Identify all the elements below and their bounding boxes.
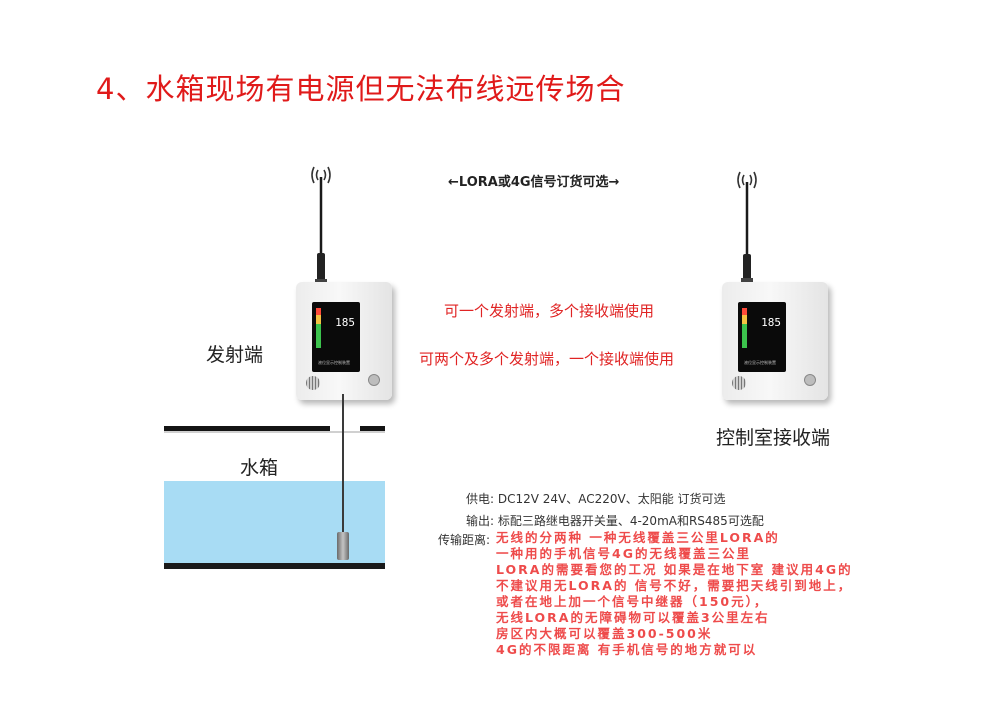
tank-label: 水箱 bbox=[240, 457, 279, 479]
receiver-display-value: 185 bbox=[761, 316, 781, 329]
transmitter-panel-text: 液位显示控制装置 bbox=[318, 360, 350, 365]
receiver-screen: 185 液位显示控制装置 bbox=[738, 302, 786, 372]
receiver-panel-text: 液位显示控制装置 bbox=[744, 360, 776, 365]
tank-lid-left bbox=[164, 426, 330, 431]
distance-line: 无线LORA的无障碍物可以覆盖3公里左右 bbox=[496, 610, 770, 625]
level-bars-icon bbox=[742, 308, 747, 348]
tank-lid-right bbox=[360, 426, 385, 431]
tank-bottom bbox=[164, 563, 385, 569]
transmitter-screen: 185 液位显示控制装置 bbox=[312, 302, 360, 372]
speaker-icon bbox=[306, 376, 320, 390]
note-many-to-one: 可两个及多个发射端，一个接收端使用 bbox=[419, 350, 675, 368]
knob-icon bbox=[368, 374, 380, 386]
tank-wall bbox=[164, 431, 385, 433]
spec-output-value: 标配三路继电器开关量、4-20mA和RS485可选配 bbox=[497, 514, 764, 528]
transmitter-device: 185 液位显示控制装置 bbox=[296, 282, 392, 400]
spec-power-value: DC12V 24V、AC220V、太阳能 订货可选 bbox=[497, 492, 726, 506]
probe-cable bbox=[342, 394, 344, 544]
transmitter-display-value: 185 bbox=[335, 316, 355, 329]
level-probe bbox=[337, 532, 349, 560]
distance-key: 传输距离: bbox=[438, 533, 491, 547]
distance-line: 一种用的手机信号4G的无线覆盖三公里 bbox=[496, 546, 751, 561]
page-title: 4、水箱现场有电源但无法布线远传场合 bbox=[96, 72, 626, 106]
distance-line: 房区内大概可以覆盖300-500米 bbox=[496, 626, 713, 641]
spec-output-key: 输出: bbox=[465, 514, 494, 528]
receiver-device: 185 液位显示控制装置 bbox=[722, 282, 828, 400]
note-one-to-many: 可一个发射端，多个接收端使用 bbox=[444, 302, 655, 320]
level-bars-icon bbox=[316, 308, 321, 348]
distance-text: 无线的分两种 一种无线覆盖三公里LORA的 一种用的手机信号4G的无线覆盖三公里… bbox=[496, 530, 853, 658]
tank-water bbox=[164, 481, 385, 563]
knob-icon bbox=[804, 374, 816, 386]
transmitter-antenna-icon bbox=[311, 166, 331, 287]
transmitter-label: 发射端 bbox=[206, 344, 264, 366]
distance-line: 或者在地上加一个信号中继器（150元）， bbox=[496, 594, 769, 609]
spec-power-key: 供电: bbox=[465, 492, 494, 506]
distance-line: 4G的不限距离 有手机信号的地方就可以 bbox=[496, 642, 758, 657]
distance-line: 不建议用无LORA的 信号不好，需要把天线引到地上， bbox=[496, 578, 853, 593]
spec-output: 输出: 标配三路继电器开关量、4-20mA和RS485可选配 bbox=[438, 512, 764, 529]
spec-power: 供电: DC12V 24V、AC220V、太阳能 订货可选 bbox=[438, 490, 726, 507]
distance-line: LORA的需要看您的工况 如果是在地下室 建议用4G的 bbox=[496, 562, 853, 577]
receiver-label: 控制室接收端 bbox=[716, 427, 831, 449]
receiver-antenna-icon bbox=[737, 171, 757, 286]
speaker-icon bbox=[732, 376, 746, 390]
signal-options-caption: ←LORA或4G信号订货可选→ bbox=[448, 175, 620, 190]
distance-line: 无线的分两种 一种无线覆盖三公里LORA的 bbox=[496, 530, 780, 545]
